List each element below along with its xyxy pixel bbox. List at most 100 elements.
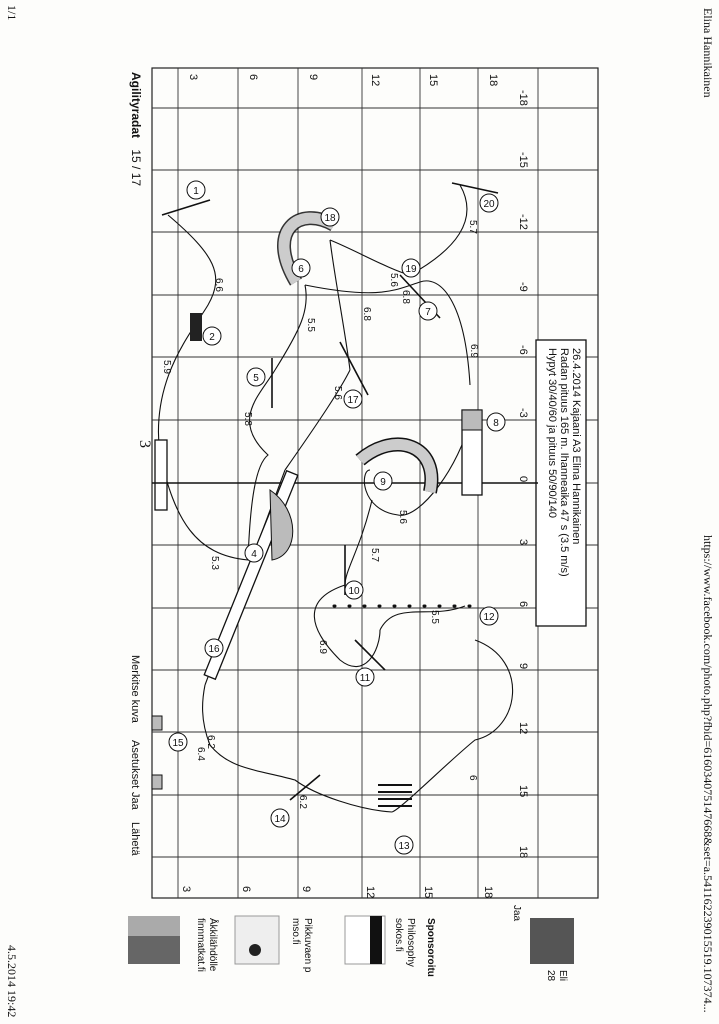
obstacle-number-8: 8 <box>486 412 506 432</box>
axis-label: 15 <box>427 74 439 86</box>
axis-label: 6 <box>240 886 252 892</box>
distance-label: 5.3 <box>209 556 220 570</box>
obstacle-number-11: 11 <box>355 667 375 687</box>
svg-text:19: 19 <box>405 264 417 275</box>
print-date: 4.5.2014 19:42 <box>5 945 19 1017</box>
axis-label: 15 <box>517 785 529 797</box>
distance-label: 5.6 <box>332 386 343 400</box>
obstacle-number-9: 9 <box>373 471 393 491</box>
page-count: 1/1 <box>5 5 19 20</box>
axis-label: 6 <box>517 601 529 607</box>
obstacle-number-18: 18 <box>320 207 340 227</box>
ad-title: Åkkilähdölle <box>207 918 220 972</box>
obstacle-number-14: 14 <box>270 808 290 828</box>
axis-label: -3 <box>517 408 529 418</box>
share-link[interactable]: Jaa <box>129 792 141 811</box>
facebook-sidebar: Jaa Eli 28 Sponsoroitu Philosophy sokos.… <box>128 905 574 982</box>
distance-label: 6.9 <box>317 640 328 654</box>
axis-label: 9 <box>300 886 312 892</box>
distance-label: 6.6 <box>213 278 224 292</box>
svg-text:9: 9 <box>380 477 386 488</box>
distance-label: 5.7 <box>369 548 380 562</box>
ad-finnmatkat[interactable]: Åkkilähdölle finnmatkat.fi <box>128 916 220 972</box>
svg-text:6: 6 <box>298 264 304 275</box>
axis-label: 12 <box>369 74 381 86</box>
obstacle-number-12: 12 <box>479 606 499 626</box>
svg-text:1: 1 <box>193 186 199 197</box>
ad-mso[interactable]: Pikkuvaen p mso.fi <box>234 915 313 973</box>
distance-labels: 6.6 5.9 5.5 6.8 5.6 6.8 6.9 5.7 5.8 5.6 … <box>161 220 479 809</box>
svg-text:10: 10 <box>348 586 360 597</box>
ad-title: Pikkuvaen p <box>302 918 313 973</box>
ad-site: mso.fi <box>290 918 301 945</box>
distance-label: 6.8 <box>361 307 372 321</box>
user-name[interactable]: Eli <box>557 970 568 981</box>
obstacle-number-13: 13 <box>394 835 414 855</box>
axis-label: 3 <box>187 74 199 80</box>
axis-label: -15 <box>517 152 529 168</box>
photo-actions: Merkitse kuva Asetukset Jaa Lähetä <box>129 655 141 857</box>
handwritten-mark: 3 <box>136 440 153 448</box>
distance-label: 5.6 <box>388 273 399 287</box>
axis-label: 3 <box>517 539 529 545</box>
tag-photo-link[interactable]: Merkitse kuva <box>129 655 141 724</box>
course-title: Agilityradat 15 / 17 <box>129 72 143 186</box>
obstacle-numbers: 1 2 4 5 6 7 8 9 10 11 12 13 14 15 16 17 … <box>168 180 506 855</box>
svg-text:11: 11 <box>360 673 371 684</box>
axis-label: 15 <box>422 886 434 898</box>
axis-label: -9 <box>517 282 529 292</box>
axis-label: 3 <box>180 886 192 892</box>
tunnel-end <box>151 774 163 790</box>
info-line-2: Radan pituus 165 m. Ihanneaika 47 s (3.5… <box>558 348 570 577</box>
top-axis-labels: -18 -15 -12 -9 -6 -3 0 3 6 9 12 15 18 <box>517 90 529 858</box>
sidebar-share-link[interactable]: Jaa <box>511 905 522 922</box>
distance-label: 5.5 <box>305 318 316 332</box>
svg-text:7: 7 <box>425 307 431 318</box>
axis-label: -6 <box>517 345 529 355</box>
distance-label: 5.8 <box>242 412 253 426</box>
axis-label: 0 <box>517 476 529 482</box>
distance-label: 6.4 <box>195 747 206 761</box>
course-title-text: Agilityradat <box>129 72 143 138</box>
table-obstacle <box>190 313 202 341</box>
svg-text:5: 5 <box>253 373 259 384</box>
svg-text:20: 20 <box>483 199 495 210</box>
right-axis-labels: 18 15 12 9 6 3 <box>180 886 494 898</box>
svg-text:16: 16 <box>208 644 220 655</box>
axis-label: 18 <box>487 74 499 86</box>
axis-label: 18 <box>517 846 529 858</box>
options-link[interactable]: Asetukset <box>129 740 141 788</box>
obstacle-number-2: 2 <box>202 326 222 346</box>
user-avatar[interactable] <box>530 918 574 964</box>
axis-label: 18 <box>482 886 494 898</box>
svg-text:15: 15 <box>172 738 184 749</box>
ad-title: Philosophy <box>405 918 416 967</box>
info-line-1: 26.4.2014 Kajaani A3 Elina Hannikainen <box>570 348 582 544</box>
user-count: 28 <box>545 970 556 982</box>
axis-label: 9 <box>517 663 529 669</box>
axis-label: 12 <box>364 886 376 898</box>
handler-path <box>158 184 514 813</box>
axis-label: -18 <box>517 90 529 106</box>
ad-site: sokos.fi <box>393 918 404 952</box>
ad-site: finnmatkat.fi <box>195 918 206 972</box>
distance-label: 6 <box>467 775 478 781</box>
obstacle-number-6: 6 <box>291 258 311 278</box>
ad-image <box>234 915 280 965</box>
tunnel-end <box>151 715 163 731</box>
obstacle-number-5: 5 <box>246 367 266 387</box>
obstacle-number-7: 7 <box>418 301 438 321</box>
obstacle-number-1: 1 <box>186 180 206 200</box>
distance-label: 6.2 <box>297 795 308 809</box>
ad-philosophy[interactable]: Philosophy sokos.fi <box>344 915 416 967</box>
course-map: -18 -15 -12 -9 -6 -3 0 3 6 9 12 15 18 18… <box>129 67 599 899</box>
svg-text:8: 8 <box>493 418 499 429</box>
send-link[interactable]: Lähetä <box>129 822 141 857</box>
long-jump-obstacle <box>378 784 412 807</box>
obstacles <box>151 182 538 807</box>
obstacle-number-10: 10 <box>344 580 364 600</box>
svg-text:17: 17 <box>347 395 359 406</box>
distance-label: 6.9 <box>468 344 479 358</box>
obstacle-number-15: 15 <box>168 732 188 752</box>
page-url[interactable]: https://www.facebook.com/photo.php?fbid=… <box>701 535 715 1013</box>
